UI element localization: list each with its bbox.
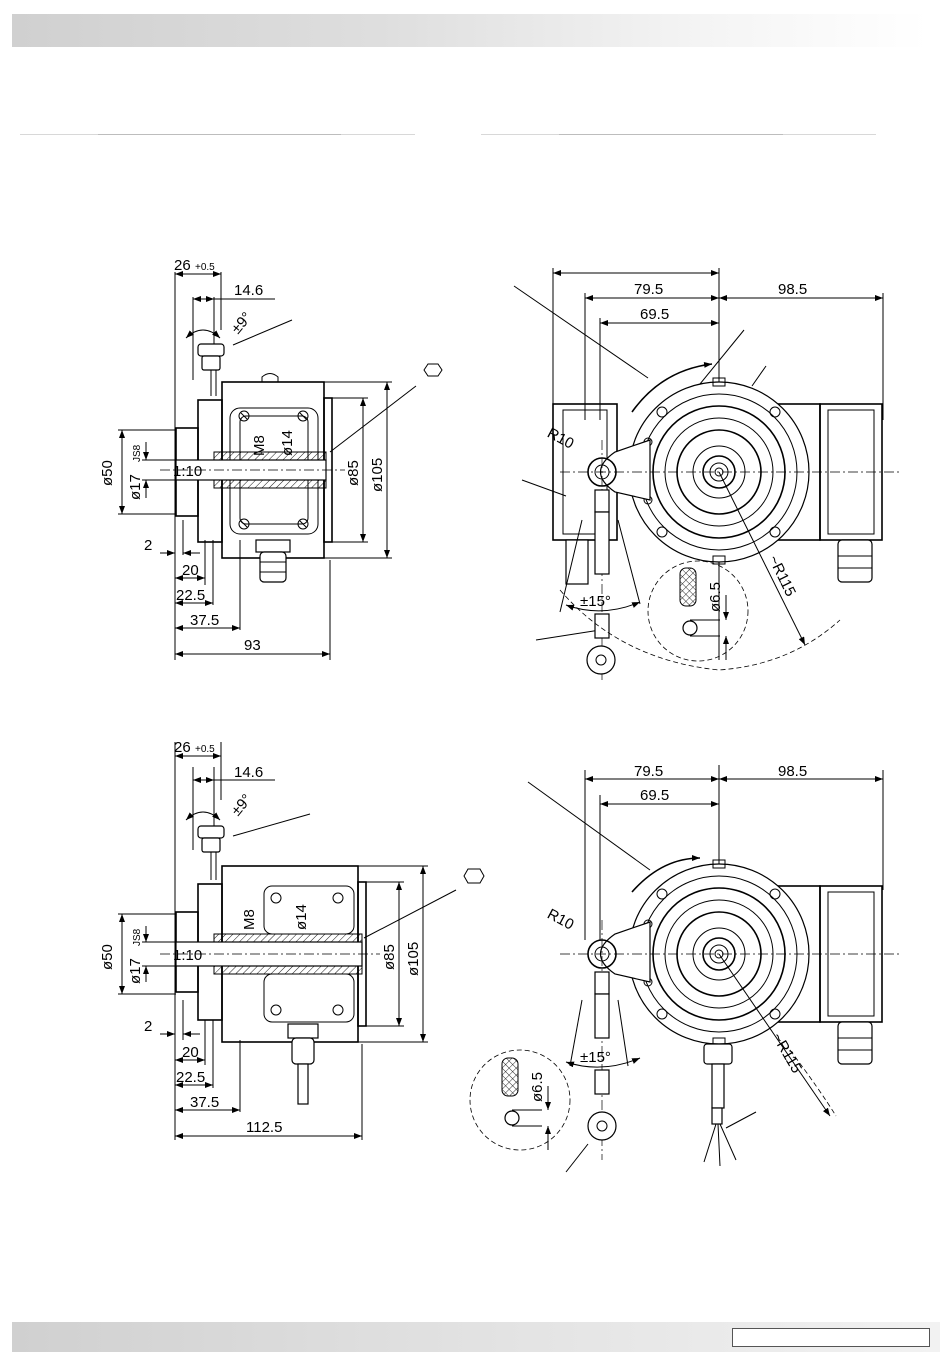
radius-r10-b: R10 — [544, 906, 576, 934]
dim-tolerance: +0.5 — [195, 262, 215, 273]
front-view-top: 79.5 98.5 69.5 R10 ~R115 ø6.5 ±15° — [514, 268, 900, 680]
dim-o85-b: ø85 — [381, 944, 398, 970]
dim-tolerance-b: +0.5 — [195, 744, 215, 755]
dim-26: 26 — [174, 257, 191, 274]
dim-o50: ø50 — [99, 460, 116, 486]
dim-14-6-b: 14.6 — [234, 764, 263, 781]
footer-box — [732, 1328, 930, 1347]
dim-20: 20 — [182, 562, 199, 579]
dim-o85: ø85 — [345, 460, 362, 486]
dim-o50-b: ø50 — [99, 944, 116, 970]
angle-9-b: ±9° — [228, 791, 256, 819]
taper-1-10: 1:10 — [173, 463, 202, 480]
angle-15: ±15° — [580, 593, 611, 610]
dim-14-6: 14.6 — [234, 282, 263, 299]
side-view-top: 26 +0.5 14.6 ±9° ø50 ø17 JS8 1:10 M8 ø14… — [99, 257, 442, 660]
dim-93: 93 — [244, 637, 261, 654]
front-view-bottom: 79.5 98.5 69.5 R10 ~R115 ø6.5 ±15° — [470, 763, 900, 1172]
dim-o17-b: ø17 — [127, 958, 144, 984]
dim-37-5: 37.5 — [190, 612, 219, 629]
dim-22-5-b: 22.5 — [176, 1069, 205, 1086]
side-view-bottom: 26 +0.5 14.6 ±9° ø50 ø17 JS8 1:10 M8 ø14… — [99, 739, 484, 1140]
dim-98-5: 98.5 — [778, 281, 807, 298]
fit-js8: JS8 — [132, 444, 143, 462]
dim-o17: ø17 — [127, 474, 144, 500]
dim-22-5: 22.5 — [176, 587, 205, 604]
dim-26-b: 26 — [174, 739, 191, 756]
thread-m8-b: M8 — [241, 909, 258, 930]
angle-9: ±9° — [228, 309, 256, 337]
radius-r10: R10 — [544, 425, 576, 453]
dim-69-5-b: 69.5 — [640, 787, 669, 804]
dim-o14: ø14 — [279, 430, 296, 456]
angle-15-b: ±15° — [580, 1049, 611, 1066]
dim-o105: ø105 — [369, 458, 386, 492]
dim-2-b: 2 — [144, 1018, 152, 1035]
dim-79-5: 79.5 — [634, 281, 663, 298]
dim-2: 2 — [144, 537, 152, 554]
radius-r115: ~R115 — [765, 553, 799, 600]
dim-69-5: 69.5 — [640, 306, 669, 323]
fit-js8-b: JS8 — [132, 928, 143, 946]
dim-37-5-b: 37.5 — [190, 1094, 219, 1111]
dim-20-b: 20 — [182, 1044, 199, 1061]
radius-r115-b: ~R115 — [769, 1030, 805, 1076]
dim-112-5: 112.5 — [246, 1119, 282, 1136]
dim-o105-b: ø105 — [405, 942, 422, 976]
dim-o6-5: ø6.5 — [707, 582, 724, 612]
thread-m8: M8 — [251, 435, 268, 456]
dim-98-5-b: 98.5 — [778, 763, 807, 780]
dim-o14-b: ø14 — [293, 904, 310, 930]
dim-79-5-b: 79.5 — [634, 763, 663, 780]
taper-1-10-b: 1:10 — [173, 947, 202, 964]
dim-o6-5-b: ø6.5 — [529, 1072, 546, 1102]
